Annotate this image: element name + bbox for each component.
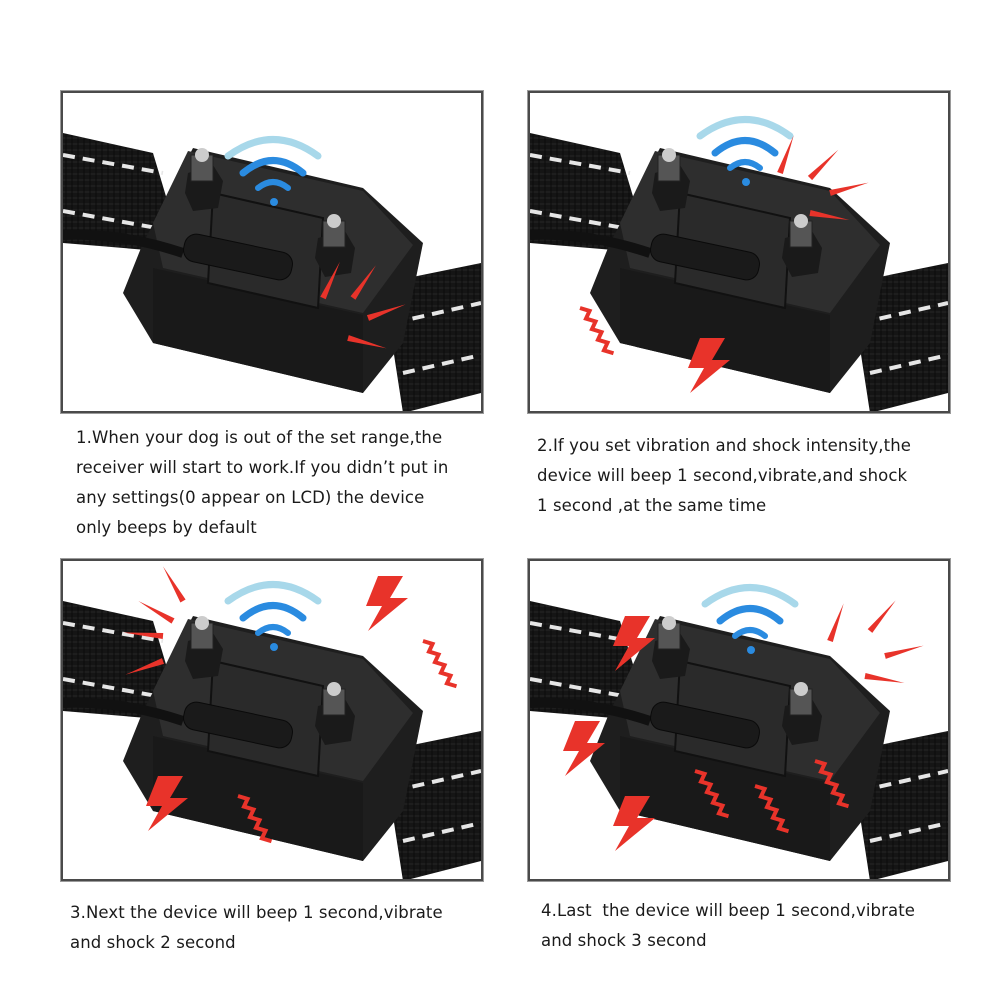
lightning-bolt-icon: [366, 576, 408, 631]
panel-3-image: [61, 559, 483, 881]
caption-line: and shock 2 second: [70, 933, 236, 952]
panel-2-image: [528, 91, 950, 413]
panel-4-caption: 4.Last the device will beep 1 second,vib…: [541, 896, 915, 956]
panel-4-image: [528, 559, 950, 881]
panel-2-caption: 2.If you set vibration and shock intensi…: [537, 431, 911, 521]
caption-line: receiver will start to work.If you didn’…: [76, 458, 449, 477]
caption-line: only beeps by default: [76, 518, 257, 537]
collar-receiver-image: [63, 133, 481, 411]
panel-3-caption: 3.Next the device will beep 1 second,vib…: [70, 898, 443, 958]
collar-receiver-image: [530, 133, 948, 411]
caption-line: 1 second ,at the same time: [537, 496, 767, 515]
caption-line: and shock 3 second: [541, 931, 707, 950]
collar-receiver-image: [63, 601, 481, 879]
collar-receiver-image: [530, 601, 948, 879]
vibration-zigzag-icon: [421, 633, 459, 694]
caption-line: 2.If you set vibration and shock intensi…: [537, 436, 912, 455]
caption-line: device will beep 1 second,vibrate,and sh…: [537, 466, 908, 485]
caption-line: any settings(0 appear on LCD) the device: [76, 488, 425, 507]
panel-1-caption: 1.When your dog is out of the set range,…: [76, 423, 448, 543]
caption-line: 1.When your dog is out of the set range,…: [76, 428, 443, 447]
caption-line: 4.Last the device will beep 1 second,vib…: [541, 901, 916, 920]
caption-line: 3.Next the device will beep 1 second,vib…: [70, 903, 443, 922]
panel-1-image: [61, 91, 483, 413]
